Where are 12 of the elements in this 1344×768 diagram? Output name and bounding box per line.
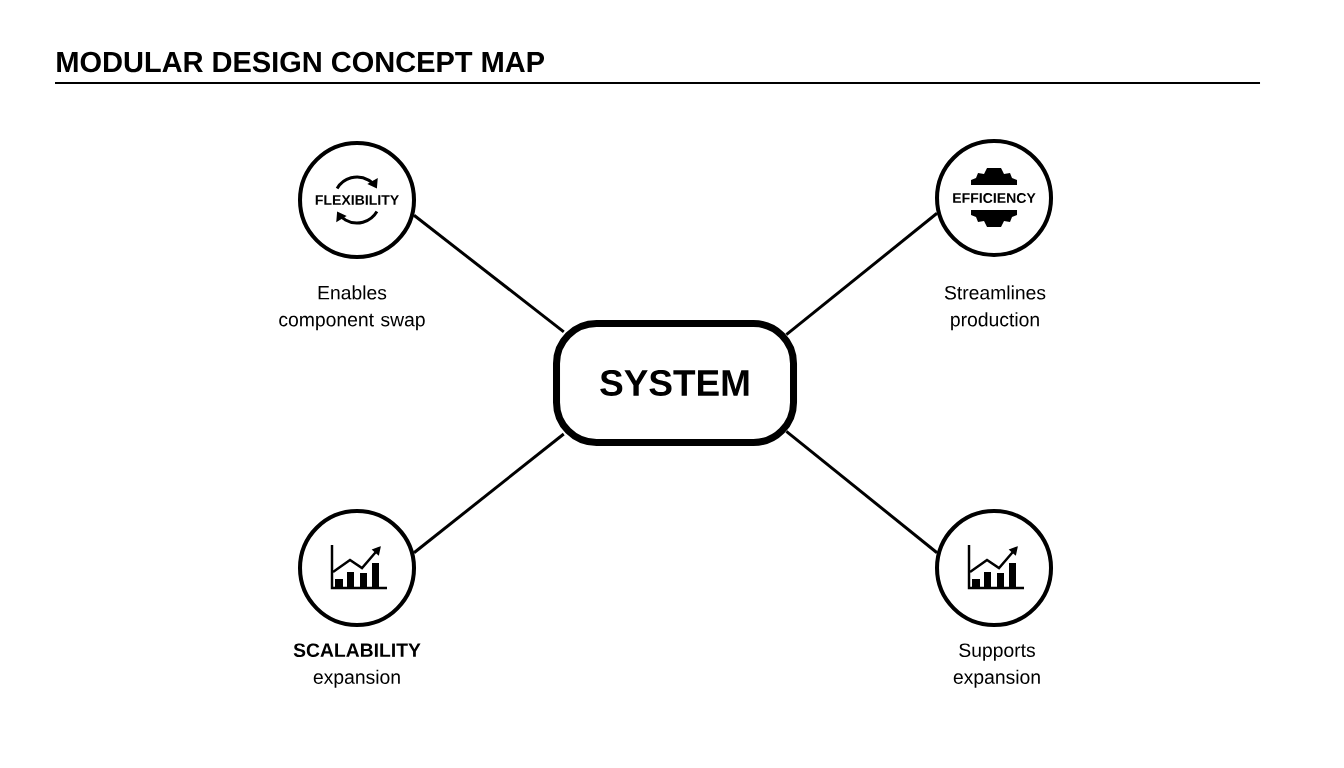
hub-box: SYSTEM — [553, 320, 798, 446]
caption-text: SCALABILITY expansion — [293, 643, 421, 688]
caption-text: Enables component swap — [279, 285, 425, 331]
caption-text: Supports expansion — [953, 643, 1040, 688]
concept-circle — [298, 509, 417, 628]
concept-circle — [935, 509, 1054, 628]
caption-text: Streamlines production — [944, 285, 1046, 331]
connector-line — [413, 432, 565, 554]
title: MODULAR DESIGN CONCEPT MAP — [57, 51, 545, 73]
connector-line — [413, 214, 565, 334]
connector-line — [785, 212, 938, 336]
connector-line — [785, 430, 938, 554]
